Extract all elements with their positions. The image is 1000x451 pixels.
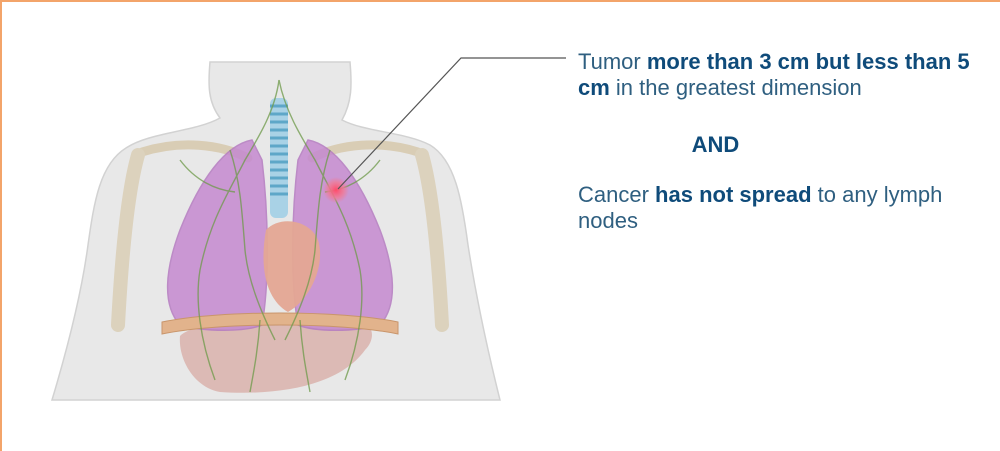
tumor-marker: [323, 177, 349, 203]
tumor-size-statement: Tumor more than 3 cm but less than 5 cm …: [578, 49, 978, 101]
tumor-prefix: Tumor: [578, 49, 641, 74]
description-panel: Tumor more than 3 cm but less than 5 cm …: [578, 49, 978, 234]
lymph-node-statement: Cancer has not spread to any lymph nodes: [578, 182, 978, 234]
nodes-emphasis: has not spread: [655, 182, 811, 207]
and-connector: AND: [578, 132, 853, 158]
trachea: [270, 98, 288, 218]
chest-illustration: [30, 40, 550, 420]
tumor-suffix: in the greatest dimension: [616, 75, 862, 100]
nodes-prefix: Cancer: [578, 182, 649, 207]
